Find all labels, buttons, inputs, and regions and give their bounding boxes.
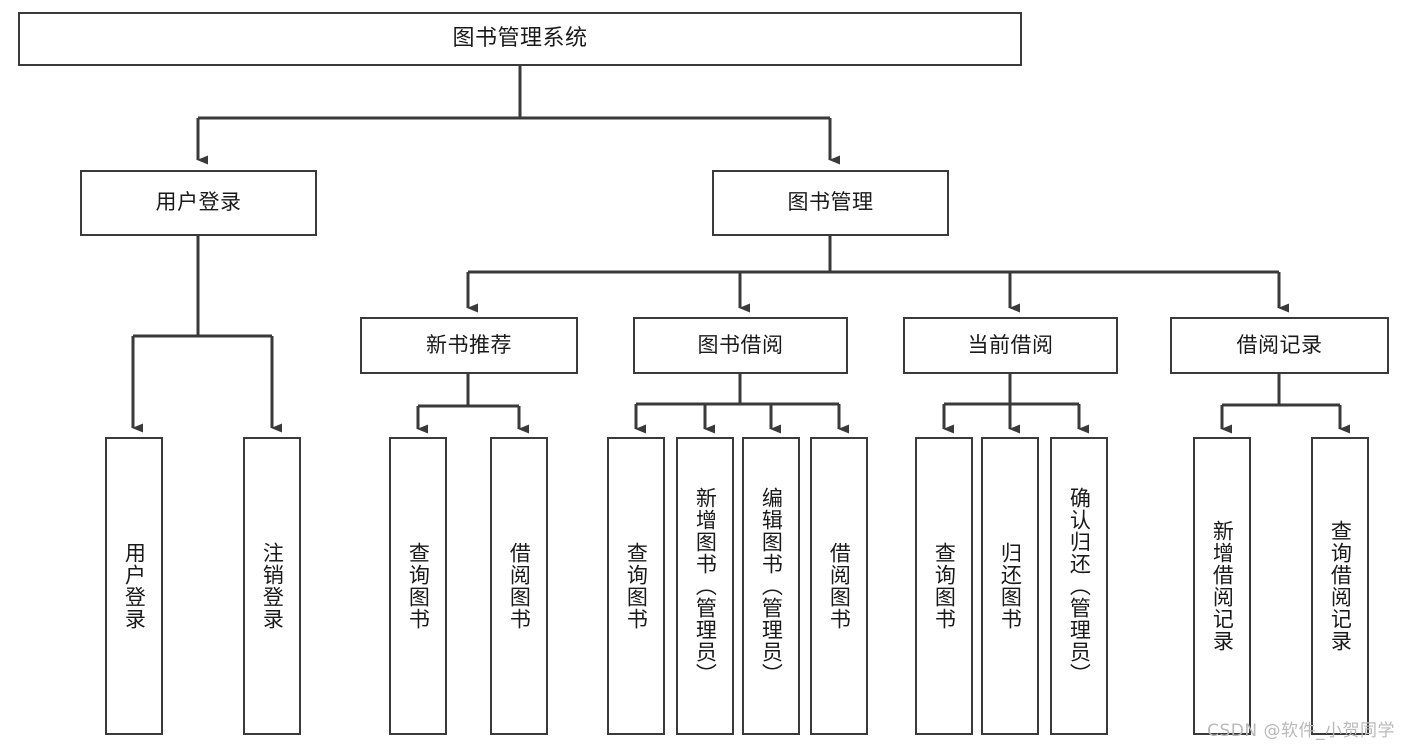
- node-leaf-edit-book-admin[interactable]: 编辑图书（管理员）: [742, 437, 800, 735]
- node-label: 新增借阅记录: [1210, 520, 1235, 652]
- node-leaf-borrow-book-recommend[interactable]: 借阅图书: [490, 437, 548, 735]
- node-label: 新书推荐: [426, 332, 512, 357]
- node-label: 借阅图书: [827, 542, 852, 630]
- node-label: 图书管理系统: [452, 25, 588, 51]
- node-leaf-user-login[interactable]: 用户登录: [105, 437, 163, 735]
- node-label: 用户登录: [155, 190, 242, 215]
- node-borrow-record[interactable]: 借阅记录: [1170, 317, 1389, 374]
- node-label: 归还图书: [998, 542, 1023, 630]
- node-leaf-return-book[interactable]: 归还图书: [981, 437, 1039, 735]
- node-label: 查询图书: [932, 542, 957, 630]
- node-leaf-query-book-recommend[interactable]: 查询图书: [389, 437, 447, 735]
- node-label: 图书借阅: [697, 332, 784, 357]
- node-current-borrow[interactable]: 当前借阅: [903, 317, 1118, 374]
- node-label: 查询借阅记录: [1328, 520, 1353, 652]
- node-book-management[interactable]: 图书管理: [712, 170, 949, 236]
- node-label: 借阅图书: [507, 542, 532, 630]
- node-label: 用户登录: [122, 542, 147, 630]
- node-label: 当前借阅: [967, 332, 1054, 357]
- node-user-login[interactable]: 用户登录: [80, 170, 317, 236]
- node-leaf-add-book-admin[interactable]: 新增图书（管理员）: [676, 437, 734, 735]
- watermark-text: CSDN @软件_小贺同学: [1207, 721, 1395, 741]
- node-book-borrow[interactable]: 图书借阅: [633, 317, 848, 374]
- node-new-book-recommend[interactable]: 新书推荐: [360, 317, 578, 374]
- node-label: 新增图书（管理员）: [693, 487, 718, 685]
- node-leaf-add-borrow-record[interactable]: 新增借阅记录: [1193, 437, 1251, 735]
- node-root-book-management-system[interactable]: 图书管理系统: [18, 12, 1022, 66]
- node-label: 查询图书: [406, 542, 431, 630]
- node-leaf-query-book-borrow[interactable]: 查询图书: [607, 437, 665, 735]
- node-leaf-query-book-current[interactable]: 查询图书: [915, 437, 973, 735]
- node-label: 注销登录: [260, 542, 285, 630]
- node-label: 确认归还（管理员）: [1067, 487, 1092, 685]
- node-leaf-confirm-return-admin[interactable]: 确认归还（管理员）: [1050, 437, 1108, 735]
- node-leaf-borrow-book[interactable]: 借阅图书: [810, 437, 868, 735]
- node-leaf-query-borrow-record[interactable]: 查询借阅记录: [1311, 437, 1369, 735]
- node-leaf-logout[interactable]: 注销登录: [243, 437, 301, 735]
- node-label: 查询图书: [624, 542, 649, 630]
- node-label: 编辑图书（管理员）: [759, 487, 784, 685]
- node-label: 借阅记录: [1236, 332, 1323, 357]
- node-label: 图书管理: [787, 190, 874, 215]
